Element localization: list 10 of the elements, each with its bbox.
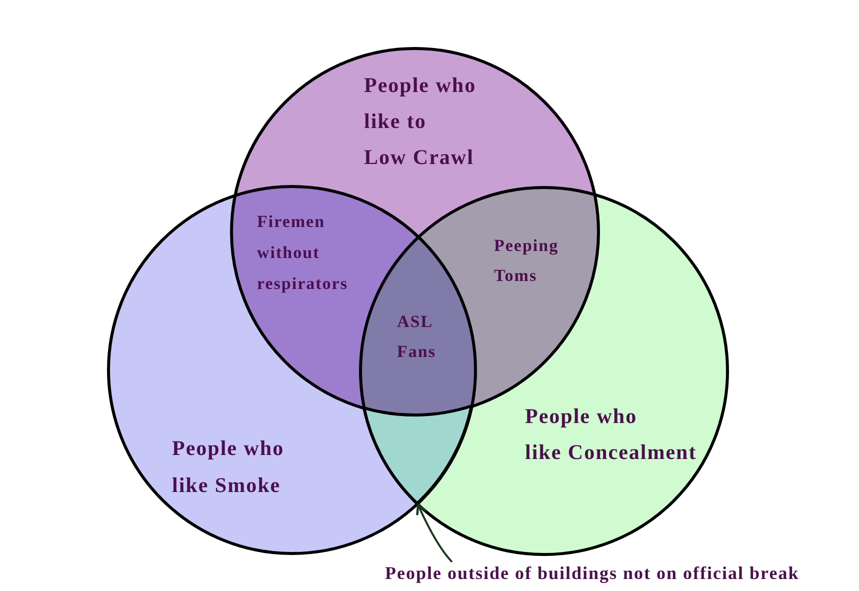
set-label: People who like to Low Crawl <box>364 72 476 171</box>
region-label: Peeping Toms <box>494 235 559 287</box>
set-label: People who like Concealment <box>525 403 697 466</box>
annotation-text: People outside of buildings not on official break <box>385 561 800 585</box>
arrow <box>416 504 453 563</box>
set-circle <box>359 186 729 556</box>
region-label: Firemen without respirators <box>257 211 348 295</box>
set-label: People who like Smoke <box>172 435 284 499</box>
overlap-region <box>362 404 474 506</box>
region-label: ASL Fans <box>397 311 436 363</box>
